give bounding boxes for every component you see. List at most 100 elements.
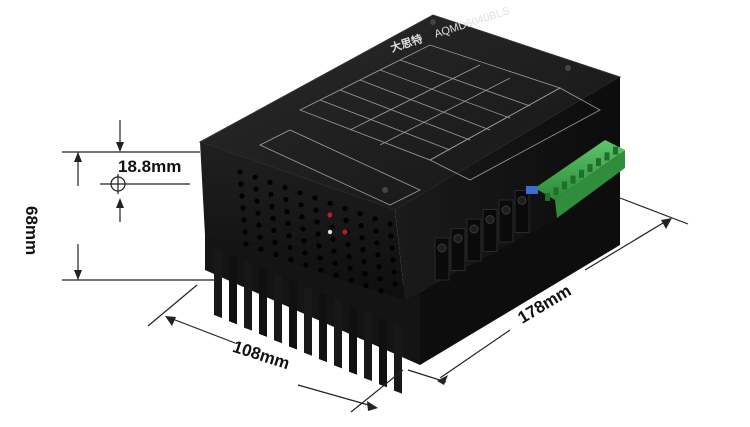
vent-hole (363, 283, 369, 289)
vent-hole (376, 264, 382, 270)
terminal-pin (545, 193, 550, 201)
vent-hole (314, 219, 320, 225)
heatsink-fins (214, 248, 402, 394)
vent-hole (285, 221, 291, 227)
vent-hole (343, 217, 349, 223)
vent-hole (333, 272, 339, 278)
dimension-label-height: 68mm (22, 206, 41, 256)
power-terminal (434, 237, 450, 281)
vent-hole (254, 198, 260, 204)
screw-icon (382, 187, 388, 193)
vent-hole (377, 276, 383, 282)
vent-hole (258, 246, 264, 252)
vent-hole (299, 214, 305, 220)
vent-hole (346, 253, 352, 259)
heatsink-fin (214, 248, 222, 318)
vent-hole (392, 281, 398, 287)
vent-hole (297, 190, 303, 196)
vent-hole (312, 195, 318, 201)
signal-terminal-block (526, 140, 625, 218)
vent-hole (375, 252, 381, 258)
vent-hole (302, 250, 308, 256)
heatsink-fin (379, 317, 387, 388)
vent-hole (252, 174, 258, 180)
vent-hole (282, 185, 288, 191)
vent-hole (390, 257, 396, 263)
vent-hole (269, 203, 275, 209)
heatsink-fin (229, 254, 237, 325)
vent-hole (267, 179, 273, 185)
vent-hole (257, 234, 263, 240)
terminal-pin (562, 181, 567, 190)
vent-hole (286, 233, 292, 239)
vent-hole (378, 288, 384, 294)
connector-indicator-icon (526, 186, 538, 194)
vent-hole (300, 226, 306, 232)
vent-hole (388, 233, 394, 239)
power-terminal-block (434, 190, 530, 281)
vent-hole (327, 200, 333, 206)
vent-hole (239, 193, 245, 199)
led-red-icon (327, 212, 333, 218)
terminal-pin (596, 158, 601, 167)
power-terminal (482, 209, 498, 252)
vent-hole (342, 205, 348, 211)
vent-hole (268, 191, 274, 197)
vent-hole (362, 271, 368, 277)
label-grid (259, 44, 601, 206)
heatsink-fin (274, 273, 282, 344)
power-terminal (514, 190, 530, 233)
vent-hole (332, 260, 338, 266)
power-terminal (498, 199, 514, 243)
ventilation-holes (237, 169, 398, 294)
signal-terminal-pins (545, 146, 618, 201)
terminal-pin (604, 152, 610, 161)
vent-hole (303, 262, 309, 268)
vent-hole (329, 224, 335, 230)
vent-hole (288, 257, 294, 263)
heatsink-fin (304, 285, 312, 356)
terminal-pin (587, 164, 593, 172)
vent-hole (237, 169, 243, 175)
vent-hole (359, 235, 365, 241)
terminal-pin (613, 146, 618, 155)
vent-hole (372, 216, 378, 222)
vent-hole (271, 227, 277, 233)
led-white-icon (327, 229, 333, 235)
vent-hole (255, 210, 261, 216)
vent-hole (317, 255, 323, 261)
vent-hole (241, 217, 247, 223)
vent-hole (301, 238, 307, 244)
vent-hole (347, 265, 353, 271)
terminal-pin (570, 175, 576, 184)
vent-hole (387, 221, 393, 227)
heatsink-fin (364, 311, 372, 381)
heatsink-fin (289, 279, 297, 350)
vent-hole (348, 277, 354, 283)
terminal-pin (579, 169, 584, 178)
heatsink-fin (394, 323, 402, 394)
terminal-pin (553, 187, 559, 196)
vent-hole (284, 209, 290, 215)
vent-hole (243, 241, 249, 247)
vent-hole (373, 228, 379, 234)
screw-icon (565, 65, 571, 71)
heatsink-fin (259, 266, 267, 337)
vent-hole (298, 202, 304, 208)
vent-hole (270, 215, 276, 221)
vent-hole (391, 269, 397, 275)
dimension-label-offset: 18.8mm (118, 157, 182, 176)
heatsink-fin (349, 304, 357, 375)
vent-hole (316, 243, 322, 249)
front-panel (200, 142, 405, 300)
vent-hole (240, 205, 246, 211)
heatsink-fin (244, 260, 252, 331)
vent-hole (345, 241, 351, 247)
vent-hole (357, 211, 363, 217)
vent-hole (331, 248, 337, 254)
vent-hole (273, 251, 279, 257)
vent-hole (272, 239, 278, 245)
heatsink-fin (334, 298, 342, 369)
heatsink-fin (319, 292, 327, 363)
